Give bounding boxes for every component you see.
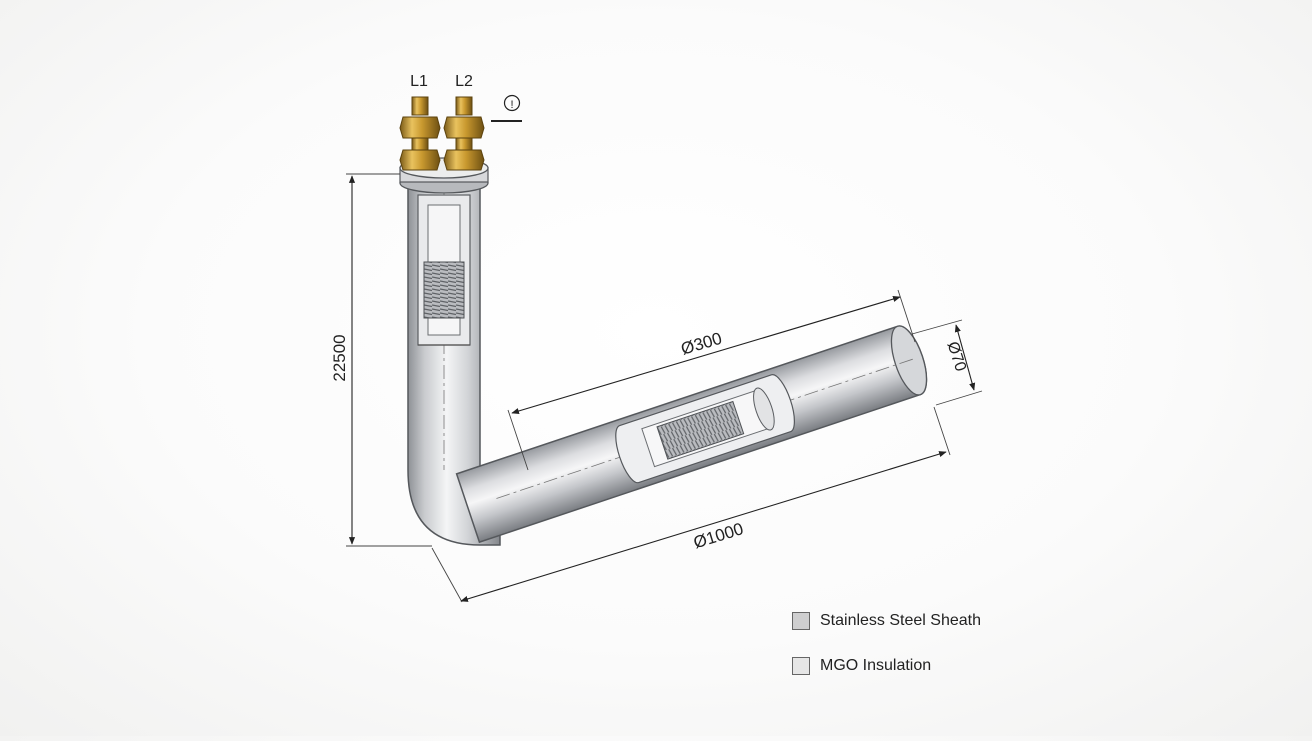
dimension-tube-diameter	[911, 319, 983, 406]
dimension-horizontal	[431, 406, 951, 603]
legend: Stainless Steel Sheath MGO Insulation	[792, 610, 981, 700]
horizontal-cutaway	[615, 374, 795, 484]
legend-swatch-sheath	[792, 612, 810, 630]
dimension-tube-diameter-label: Ø70	[944, 340, 970, 374]
legend-item-insulation: MGO Insulation	[792, 655, 981, 677]
legend-item-sheath: Stainless Steel Sheath	[792, 610, 981, 632]
terminal-l1-label: L1	[410, 73, 428, 90]
callout-marker: !	[491, 94, 522, 122]
callout-marker-text: !	[510, 99, 513, 111]
legend-label-insulation: MGO Insulation	[820, 657, 932, 674]
vertical-cutaway	[417, 194, 471, 346]
terminal-l2-label: L2	[455, 73, 473, 90]
dimension-vertical	[346, 173, 432, 547]
legend-label-sheath: Stainless Steel Sheath	[820, 612, 981, 629]
dimension-horizontal-label: Ø1000	[691, 519, 745, 552]
terminal-head	[399, 157, 489, 194]
dimension-section-label: Ø300	[679, 329, 724, 359]
legend-swatch-insulation	[792, 657, 810, 675]
terminal-l2	[443, 96, 485, 171]
dimension-vertical-label: 22500	[330, 334, 349, 381]
terminal-l1	[399, 96, 441, 171]
